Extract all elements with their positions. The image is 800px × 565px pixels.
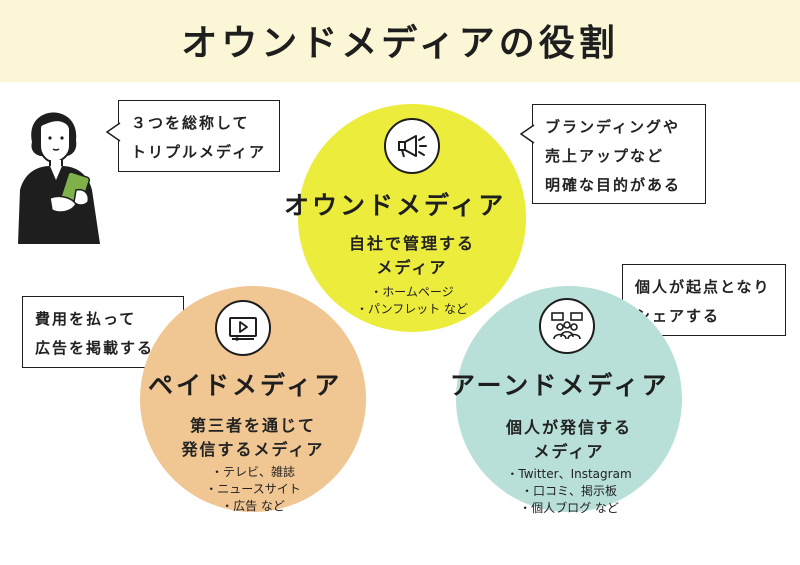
callout-earned-purpose: 個人が起点となり シェアする <box>622 264 786 336</box>
paid-media-icon-badge <box>215 300 271 356</box>
owned-media-examples: ・ホームページ ・パンフレット など <box>355 285 469 316</box>
owned-media-description: 自社で管理する メディア <box>348 234 475 277</box>
callout-tail <box>105 122 121 142</box>
title-band <box>0 0 800 82</box>
callout-triple-media: ３つを総称して トリプルメディア <box>118 100 280 172</box>
paid-media-examples: ・テレビ、雑誌 ・ニュースサイト ・広告 など <box>205 465 301 513</box>
page-title: オウンドメディアの役割 <box>181 23 619 64</box>
earned-media-icon-badge <box>539 298 595 354</box>
earned-media-name: アーンドメディア <box>450 371 670 400</box>
owned-media-icon-badge <box>384 118 440 174</box>
paid-media-description: 第三者を通じて 発信するメディア <box>181 416 325 459</box>
owned-media-name: オウンドメディア <box>284 191 507 220</box>
callout-owned-purpose: ブランディングや 売上アップなど 明確な目的がある <box>532 104 706 204</box>
group-chat-icon <box>551 312 583 340</box>
earned-media-examples: ・Twitter、Instagram ・口コミ、掲示板 ・個人ブログ など <box>506 467 632 515</box>
paid-media-name: ペイドメディア <box>148 371 343 400</box>
callout-tail <box>519 124 535 144</box>
earned-media-description: 個人が発信する メディア <box>505 418 632 461</box>
megaphone-icon <box>398 135 427 158</box>
person-illustration <box>18 112 100 244</box>
video-player-icon <box>229 317 257 341</box>
